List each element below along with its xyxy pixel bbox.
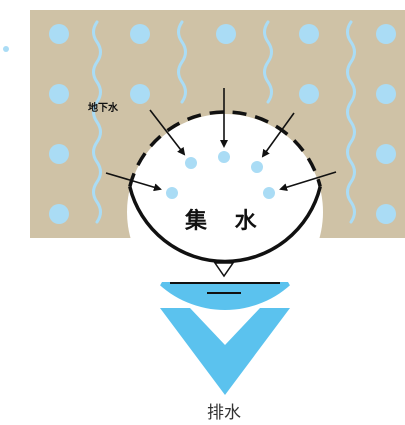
water-drop — [130, 84, 150, 104]
inflow-drop — [185, 157, 197, 169]
groundwater-label: 地下水 — [88, 101, 119, 114]
wavy-line — [346, 20, 356, 224]
inflow-arrows — [105, 88, 337, 192]
water-drop — [130, 24, 150, 44]
water-drop — [376, 84, 396, 104]
well-outline-solid — [128, 186, 322, 264]
wavy-line — [263, 20, 273, 104]
water-drop — [376, 144, 396, 164]
water-drop — [49, 204, 69, 224]
wavy-line — [92, 20, 102, 224]
groundwater-drops — [49, 24, 396, 224]
arrow-icon — [149, 109, 186, 156]
inflow-drop — [263, 187, 275, 199]
inflow-drop — [166, 187, 178, 199]
water-drop — [216, 24, 236, 44]
water-drop — [376, 204, 396, 224]
arrow-icon — [261, 112, 295, 158]
water-level-marker-icon — [213, 262, 235, 278]
water-drop — [299, 84, 319, 104]
arrow-icon — [279, 171, 337, 192]
edge-dot — [3, 46, 9, 52]
inflow-drop — [251, 161, 263, 173]
wavy-line — [177, 20, 187, 104]
water-drop — [299, 24, 319, 44]
water-drop — [376, 24, 396, 44]
arrow-icon — [105, 172, 162, 192]
drainage-label: 排水 — [207, 403, 241, 423]
water-drop — [49, 24, 69, 44]
drainage-arrow-icon — [160, 308, 290, 395]
groundwater-flow-lines — [92, 20, 356, 224]
well-water — [140, 282, 310, 310]
water-drop — [49, 144, 69, 164]
inflow-drops — [166, 151, 275, 199]
water-collection-label: 集 水 — [184, 208, 267, 234]
inflow-drop — [218, 151, 230, 163]
collection-well-fill — [127, 114, 323, 310]
water-drop — [49, 84, 69, 104]
